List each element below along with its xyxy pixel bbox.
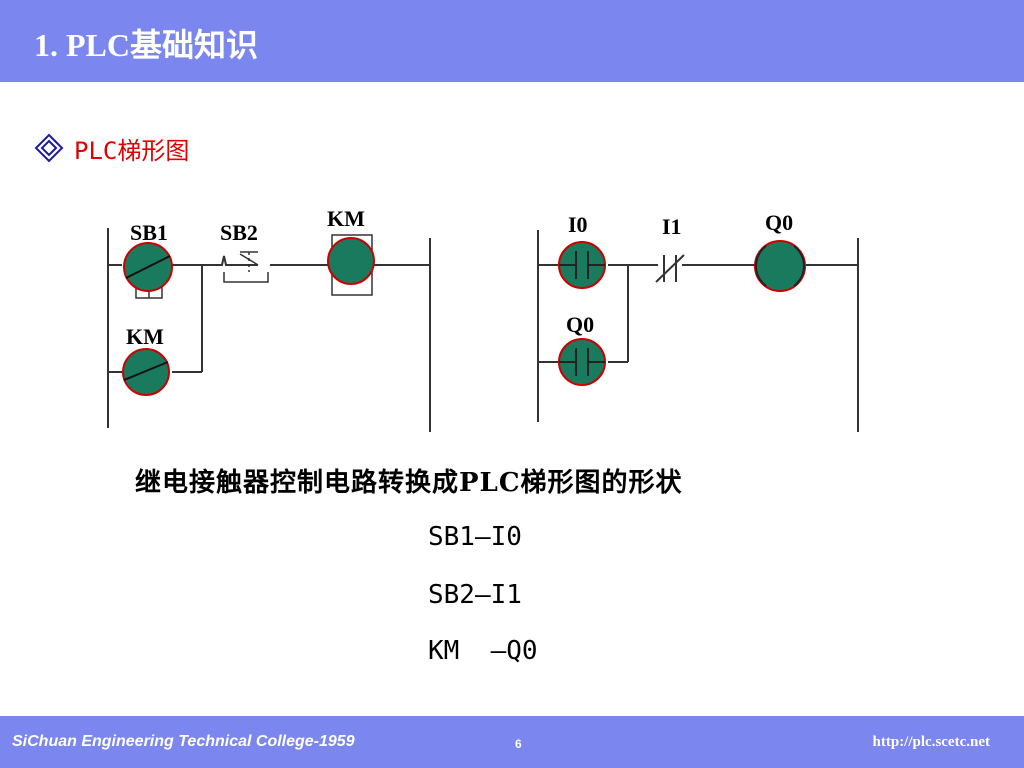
bullet-text: PLC梯形图	[74, 136, 190, 165]
km-contact	[122, 348, 170, 396]
plc-ladder-circuit	[537, 230, 859, 432]
slide-title: 1. PLC基础知识	[34, 27, 259, 63]
website-url: http://plc.scetc.net	[872, 734, 990, 750]
header-bar: 1. PLC基础知识	[0, 0, 1024, 82]
mapping-row-sb1: SB1—I0	[428, 522, 522, 552]
sb2-label: SB2	[220, 220, 258, 245]
wire-tag	[218, 255, 230, 266]
sb1-button	[123, 242, 173, 299]
circuit-diagrams: SB1 SB2 KM KM I0 I1 Q0 Q0	[107, 206, 859, 432]
q0-coil-label: Q0	[765, 210, 793, 235]
bullet-item: PLC梯形图	[34, 130, 189, 166]
i0-label: I0	[568, 212, 588, 237]
i0-contact	[558, 241, 606, 289]
diamond-bullet-icon	[34, 133, 64, 163]
footer-bar: SiChuan Engineering Technical College-19…	[0, 716, 1024, 768]
km-coil-label: KM	[327, 206, 365, 231]
km-contact-label: KM	[126, 324, 164, 349]
i1-label: I1	[662, 214, 682, 239]
q0-contact-label: Q0	[566, 312, 594, 337]
sb1-label: SB1	[130, 220, 168, 245]
relay-control-circuit	[107, 228, 431, 432]
q0-coil	[754, 240, 806, 292]
diagram-caption: 继电接触器控制电路转换成PLC梯形图的形状	[135, 468, 683, 498]
km-coil	[327, 234, 375, 296]
page-number: 6	[515, 737, 522, 751]
mapping-row-km: KM —Q0	[428, 636, 538, 666]
sb2-button	[223, 251, 269, 283]
q0-contact	[558, 338, 606, 386]
i1-contact	[655, 254, 685, 283]
college-name: SiChuan Engineering Technical College-19…	[12, 733, 355, 750]
mapping-row-sb2: SB2—I1	[428, 580, 522, 610]
